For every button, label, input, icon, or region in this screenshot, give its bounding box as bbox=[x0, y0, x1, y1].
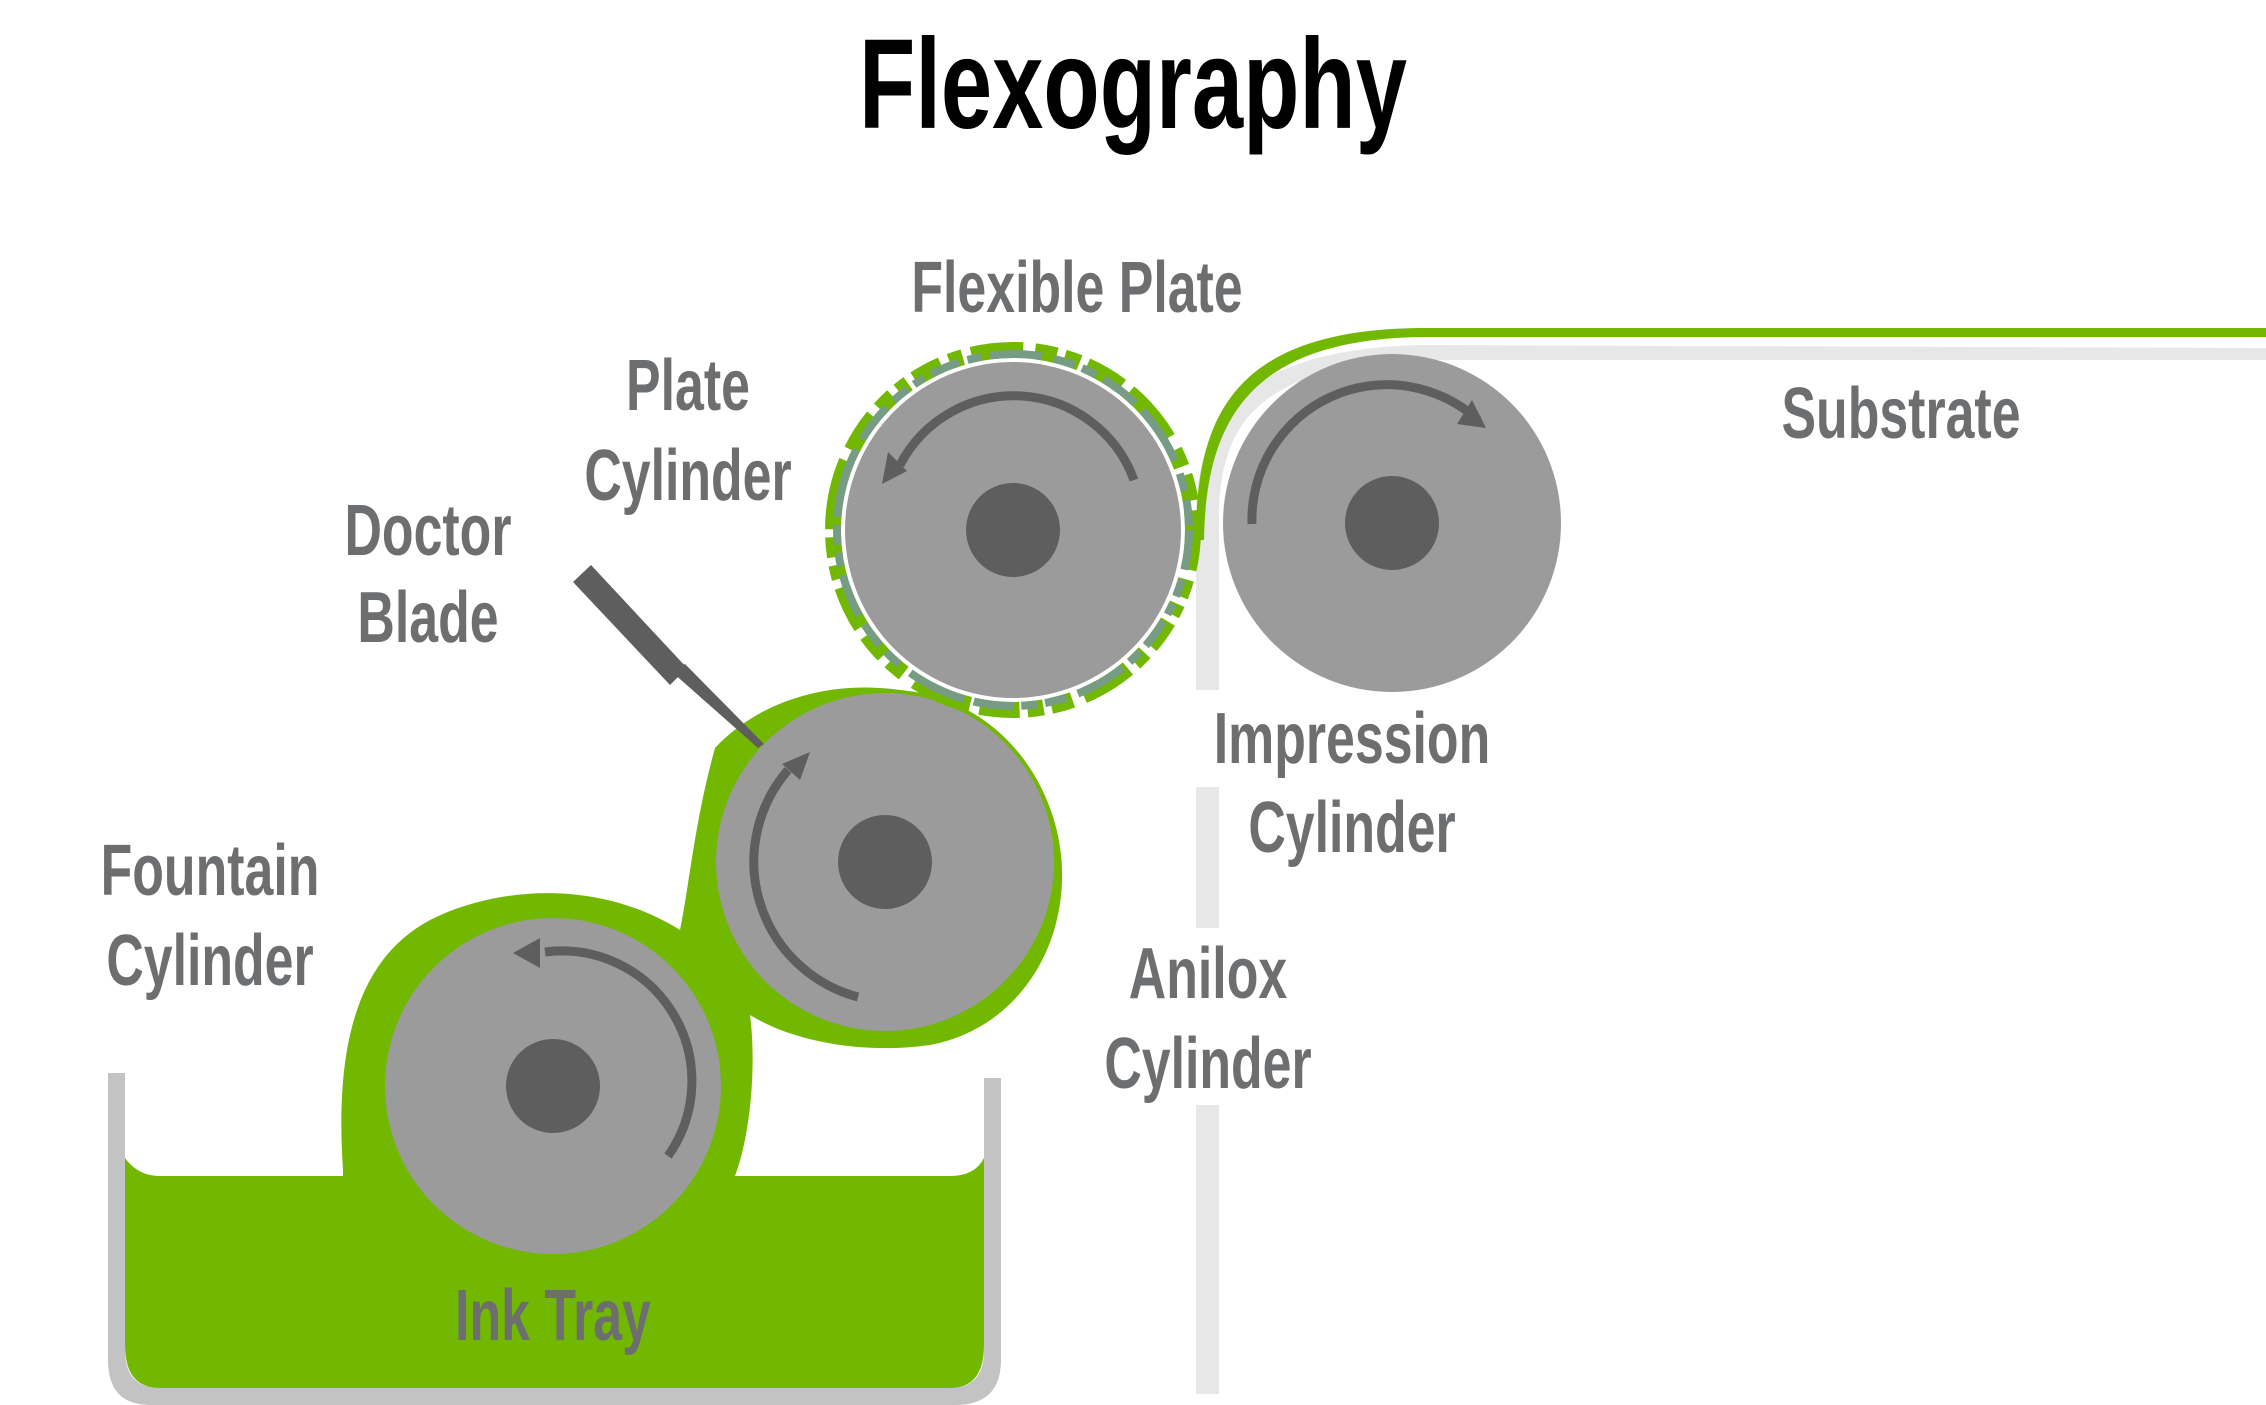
anilox-arrowhead-icon bbox=[782, 752, 810, 780]
label-anilox-cylinder-line2: Cylinder bbox=[1104, 1024, 1311, 1104]
plate-cylinder bbox=[825, 342, 1201, 718]
impression-arrowhead-icon bbox=[1457, 400, 1486, 428]
label-impression-cylinder-line1: Impression bbox=[1214, 699, 1490, 779]
label-ink-tray: Ink Tray bbox=[455, 1276, 651, 1356]
impression-cylinder-hub bbox=[1345, 476, 1439, 570]
ink-tray bbox=[108, 1073, 1001, 1405]
plate-cylinder-hub bbox=[966, 483, 1060, 577]
label-anilox-cylinder: Anilox Cylinder bbox=[1104, 934, 1311, 1104]
label-plate-cylinder-line2: Cylinder bbox=[584, 436, 791, 516]
plate-rotation-arrow-icon bbox=[896, 391, 1139, 482]
doctor-blade bbox=[573, 565, 764, 748]
fountain-rotation-arrow-icon bbox=[544, 946, 697, 1159]
label-plate-cylinder: Plate Cylinder bbox=[584, 346, 791, 516]
fountain-arrowhead-icon bbox=[513, 938, 540, 968]
substrate-ink-line bbox=[1196, 328, 2266, 540]
label-fountain-cylinder-line2: Cylinder bbox=[106, 921, 313, 1001]
label-impression-cylinder-line2: Cylinder bbox=[1248, 788, 1455, 868]
plate-arrowhead-icon bbox=[882, 452, 907, 484]
impression-cylinder bbox=[1223, 354, 1561, 692]
label-fountain-cylinder: Fountain Cylinder bbox=[101, 831, 320, 1001]
diagram-title: Flexography bbox=[859, 12, 1407, 155]
anilox-cylinder bbox=[716, 693, 1054, 1031]
label-plate-cylinder-line1: Plate bbox=[626, 346, 750, 426]
label-impression-cylinder: Impression Cylinder bbox=[1214, 699, 1490, 868]
impression-rotation-arrow-icon bbox=[1247, 380, 1482, 525]
label-flexible-plate: Flexible Plate bbox=[911, 248, 1242, 328]
label-doctor-blade-line2: Blade bbox=[357, 578, 498, 658]
label-doctor-blade-line1: Doctor bbox=[345, 491, 512, 571]
fountain-cylinder-hub bbox=[506, 1039, 600, 1133]
label-anilox-cylinder-line1: Anilox bbox=[1129, 934, 1287, 1014]
anilox-rotation-arrow-icon bbox=[749, 767, 860, 1002]
label-doctor-blade: Doctor Blade bbox=[345, 491, 512, 658]
anilox-cylinder-hub bbox=[838, 815, 932, 909]
label-substrate: Substrate bbox=[1781, 374, 2020, 454]
ink-in-tray bbox=[125, 1158, 984, 1388]
fountain-cylinder bbox=[385, 918, 721, 1254]
label-fountain-cylinder-line1: Fountain bbox=[101, 831, 320, 911]
